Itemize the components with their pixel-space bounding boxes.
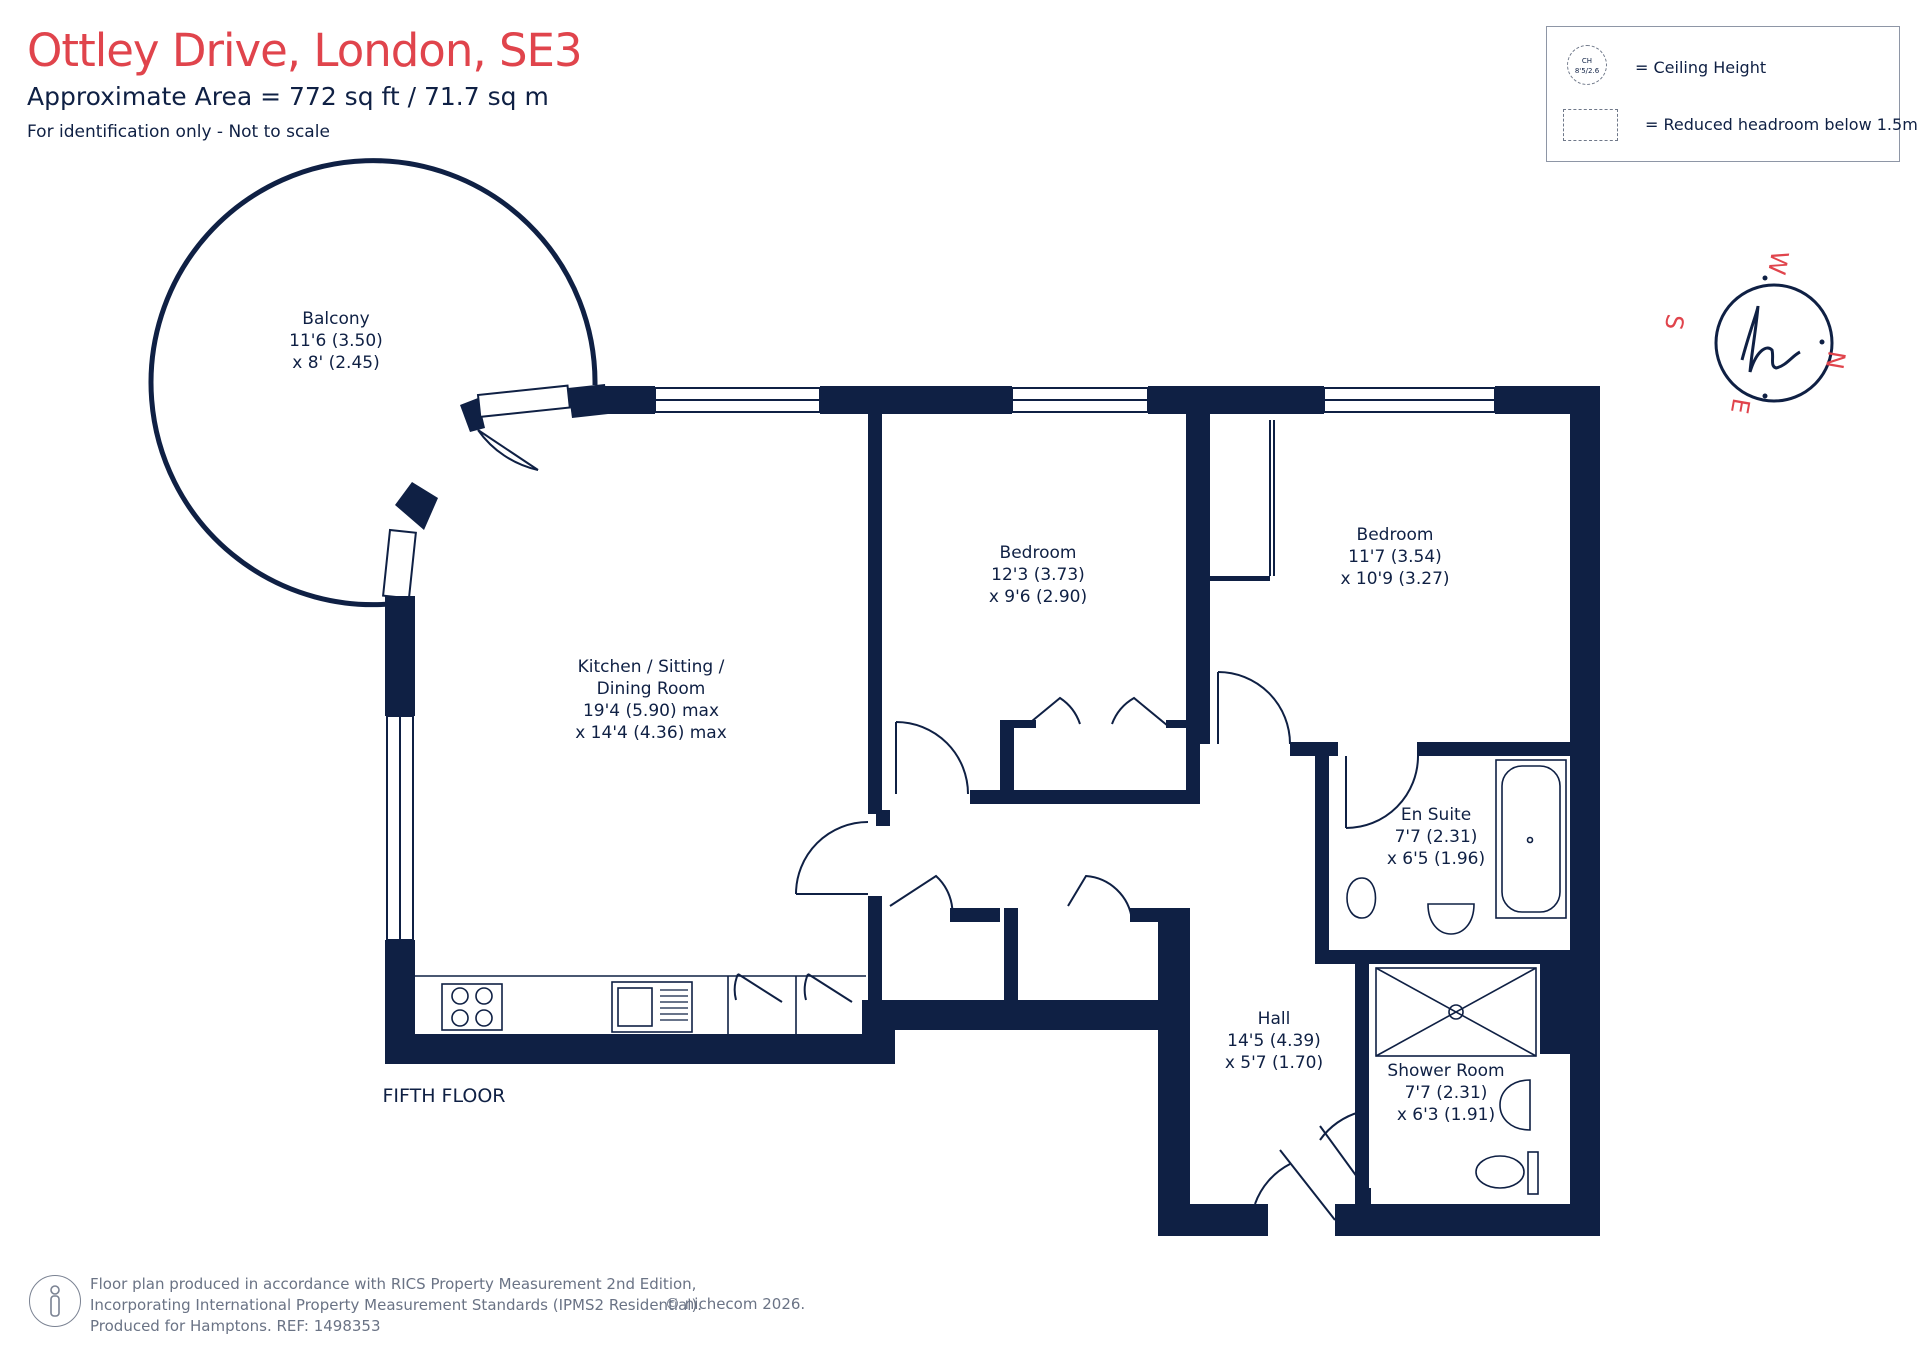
compass-letter-w: W — [1762, 249, 1794, 277]
footer-text: Floor plan produced in accordance with R… — [90, 1274, 702, 1337]
room-dim: 7'7 (2.31) — [1405, 1083, 1488, 1103]
hamptons-logo-icon — [1740, 305, 1801, 373]
ceiling-symbol-bottom: 8'5/2.6 — [1574, 67, 1600, 75]
room-name: Kitchen / Sitting / — [578, 657, 725, 677]
shower-basin-icon — [1499, 1079, 1531, 1131]
room-dim: x 14'4 (4.36) max — [575, 723, 727, 743]
bath-icon — [1495, 759, 1567, 919]
shower-tray-icon — [1375, 967, 1537, 1057]
room-dim: 11'7 (3.54) — [1348, 547, 1442, 567]
room-name: Dining Room — [597, 679, 706, 699]
room-name: En Suite — [1401, 805, 1471, 825]
compass-letter-s: S — [1659, 312, 1689, 332]
legend-box: CH 8'5/2.6 = Ceiling Height = Reduced he… — [1546, 26, 1918, 162]
room-labels: Balcony 11'6 (3.50) x 8' (2.45) Kitchen … — [289, 309, 1504, 1125]
room-name: Shower Room — [1387, 1061, 1504, 1081]
room-dim: x 5'7 (1.70) — [1225, 1053, 1323, 1073]
room-dim: 12'3 (3.73) — [991, 565, 1085, 585]
footer-line-1: Floor plan produced in accordance with R… — [90, 1275, 697, 1293]
compass-letter-e: E — [1725, 396, 1755, 416]
windows — [386, 387, 1496, 941]
bathroom-fixtures — [1346, 759, 1567, 1195]
property-title: Ottley Drive, London, SE3 — [27, 24, 583, 77]
kitchen-worktop — [415, 975, 866, 1034]
scale-note: For identification only - Not to scale — [27, 122, 330, 142]
room-dim: 11'6 (3.50) — [289, 331, 383, 351]
compass-letter-n: N — [1820, 349, 1851, 372]
person-icon — [29, 1275, 81, 1327]
walls — [385, 386, 1600, 1236]
room-dim: x 10'9 (3.27) — [1340, 569, 1449, 589]
approximate-area: Approximate Area = 772 sq ft / 71.7 sq m — [27, 82, 549, 111]
compass: W N E S — [1659, 249, 1851, 416]
toilet-icon — [1346, 877, 1377, 919]
ceiling-height-symbol: CH 8'5/2.6 — [1567, 45, 1607, 85]
room-name: Bedroom — [1000, 543, 1077, 563]
compass-ring — [1714, 283, 1834, 403]
door-swings — [733, 420, 1419, 1221]
room-dim: x 8' (2.45) — [292, 353, 379, 373]
sink-icon — [611, 981, 693, 1033]
room-dim: 7'7 (2.31) — [1395, 827, 1478, 847]
shower-toilet-icon — [1475, 1155, 1525, 1189]
reduced-headroom-label: = Reduced headroom below 1.5m — [1645, 115, 1918, 134]
copyright: © nichecom 2026. — [665, 1295, 806, 1313]
footer-line-2: Incorporating International Property Mea… — [90, 1296, 703, 1314]
room-name: Hall — [1258, 1009, 1291, 1029]
ceiling-symbol-top: CH — [1581, 57, 1593, 65]
room-dim: x 6'3 (1.91) — [1397, 1105, 1495, 1125]
room-name: Balcony — [302, 309, 369, 329]
room-name: Bedroom — [1357, 525, 1434, 545]
basin-icon — [1427, 903, 1475, 935]
balcony-outline — [148, 158, 598, 608]
room-dim: 19'4 (5.90) max — [583, 701, 719, 721]
room-dim: 14'5 (4.39) — [1227, 1031, 1321, 1051]
footer-line-3: Produced for Hamptons. REF: 1498353 — [90, 1317, 381, 1335]
reduced-headroom-symbol — [1563, 109, 1618, 141]
ceiling-height-label: = Ceiling Height — [1635, 58, 1767, 77]
room-dim: x 9'6 (2.90) — [989, 587, 1087, 607]
room-dim: x 6'5 (1.96) — [1387, 849, 1485, 869]
balcony-door-swing — [477, 429, 539, 471]
floor-label: FIFTH FLOOR — [382, 1085, 505, 1107]
hob-icon — [441, 983, 503, 1031]
